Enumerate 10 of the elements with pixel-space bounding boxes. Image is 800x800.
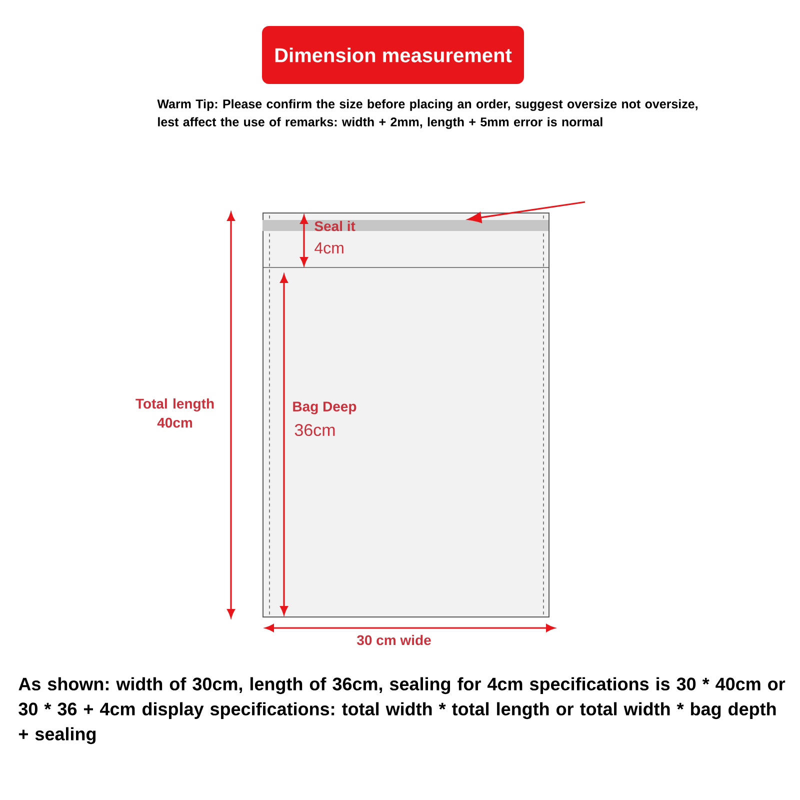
dimension-label: Seal it: [314, 220, 356, 232]
dimension-label: 30 cm wide: [356, 634, 431, 646]
seal-strip: [262, 220, 548, 231]
title-banner: Dimension measurement: [262, 26, 524, 84]
leader-arrow: [468, 201, 586, 223]
description-text: As shown: width of 30cm, length of 36cm, sealing for 4cm specifications is 30 * 40cm or 30 * 36 + 4cm display specifications: total width * total length or total width * bag depth + sealing: [18, 677, 786, 744]
note-text: Warm Tip: Please confirm the size before placing an order, suggest oversize not oversize, lest affect the use of remarks: width + 2mm, length + 5mm error is normal: [157, 99, 698, 129]
dimension-label: Total length 40cm: [136, 398, 214, 428]
dimension-label: Bag Deep: [293, 402, 356, 414]
dimension-label: 36cm: [294, 424, 335, 436]
